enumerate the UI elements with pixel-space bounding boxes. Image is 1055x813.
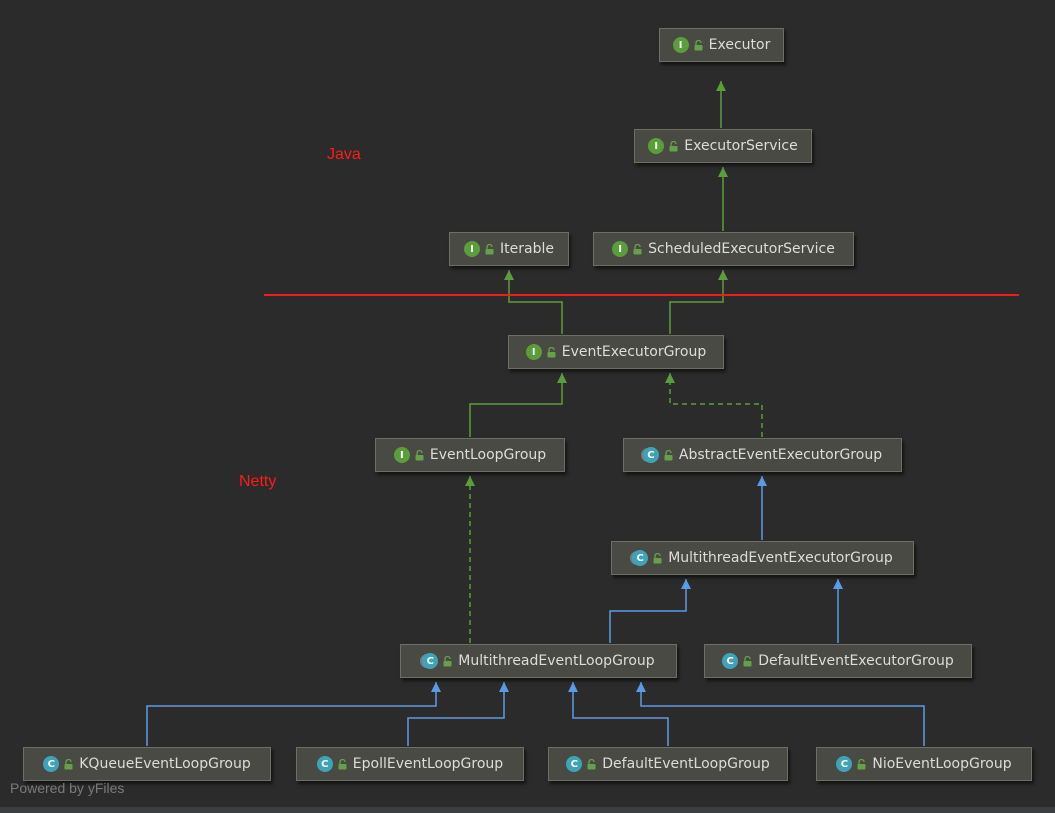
interface-badge-icon: I	[464, 241, 481, 257]
edge-event-executor-group-to-iterable	[504, 270, 563, 334]
node-default-event-executor-group[interactable]: C DefaultEventExecutorGroup	[704, 644, 972, 678]
interface-badge-icon: I	[393, 447, 410, 463]
edge-kqueue-to-multithread-event-loop-group	[146, 682, 441, 746]
node-label: MultithreadEventLoopGroup	[458, 653, 655, 669]
node-executor-service[interactable]: I ExecutorService	[634, 129, 812, 163]
edge-event-executor-group-to-scheduled-executor-service	[669, 270, 728, 334]
public-lock-icon	[694, 39, 703, 50]
public-lock-icon	[743, 655, 752, 666]
bottom-scrollbar-strip	[0, 807, 1055, 813]
interface-badge-icon: I	[525, 344, 542, 360]
class-badge-icon: C	[43, 756, 60, 772]
public-lock-icon	[415, 449, 424, 460]
node-label: AbstractEventExecutorGroup	[678, 447, 883, 463]
netty-annotation: Netty	[239, 473, 277, 490]
public-lock-icon	[64, 758, 73, 769]
class-badge-icon: C	[316, 756, 333, 772]
node-event-loop-group[interactable]: I EventLoopGroup	[375, 438, 565, 472]
edge-nio-to-multithread-event-loop-group	[636, 682, 925, 746]
node-label: MultithreadEventExecutorGroup	[668, 550, 893, 566]
node-abstract-event-executor-group[interactable]: C AbstractEventExecutorGroup	[623, 438, 902, 472]
node-label: EventExecutorGroup	[561, 344, 707, 360]
edge-default-event-loop-group-to-multithread-event-loop-group	[568, 682, 669, 746]
node-label: NioEventLoopGroup	[872, 756, 1012, 772]
node-scheduled-executor-service[interactable]: I ScheduledExecutorService	[593, 232, 854, 266]
public-lock-icon	[443, 655, 452, 666]
interface-badge-icon: I	[612, 241, 629, 257]
node-label: EventLoopGroup	[429, 447, 547, 463]
class-badge-icon: C	[722, 653, 739, 669]
edge-event-loop-group-to-event-executor-group	[469, 373, 567, 437]
node-executor[interactable]: I Executor	[659, 28, 784, 62]
node-label: Executor	[708, 37, 771, 53]
node-label: KQueueEventLoopGroup	[79, 756, 251, 772]
abstract-class-badge-icon: C	[632, 550, 649, 566]
abstract-class-badge-icon: C	[422, 653, 439, 669]
node-multithread-event-loop-group[interactable]: C MultithreadEventLoopGroup	[400, 644, 677, 678]
public-lock-icon	[485, 243, 494, 254]
node-epoll-event-loop-group[interactable]: C EpollEventLoopGroup	[296, 747, 524, 781]
interface-badge-icon: I	[648, 138, 665, 154]
node-label: Iterable	[500, 241, 554, 257]
node-label: DefaultEventLoopGroup	[602, 756, 770, 772]
public-lock-icon	[633, 243, 642, 254]
node-nio-event-loop-group[interactable]: C NioEventLoopGroup	[816, 747, 1032, 781]
java-netty-divider	[264, 294, 1019, 296]
class-badge-icon: C	[566, 756, 583, 772]
node-default-event-loop-group[interactable]: C DefaultEventLoopGroup	[548, 747, 788, 781]
abstract-class-badge-icon: C	[642, 447, 659, 463]
public-lock-icon	[664, 449, 673, 460]
interface-badge-icon: I	[672, 37, 689, 53]
public-lock-icon	[653, 552, 662, 563]
node-label: EpollEventLoopGroup	[352, 756, 504, 772]
public-lock-icon	[669, 140, 678, 151]
edge-epoll-to-multithread-event-loop-group	[407, 682, 509, 746]
public-lock-icon	[338, 758, 347, 769]
public-lock-icon	[547, 346, 556, 357]
class-badge-icon: C	[836, 756, 853, 772]
edge-multithread-event-loop-group-to-multithread-event-executor-group	[609, 579, 691, 643]
node-label: ScheduledExecutorService	[648, 241, 835, 257]
node-kqueue-event-loop-group[interactable]: C KQueueEventLoopGroup	[23, 747, 271, 781]
node-multithread-event-executor-group[interactable]: C MultithreadEventExecutorGroup	[611, 541, 914, 575]
node-iterable[interactable]: I Iterable	[449, 232, 569, 266]
node-event-executor-group[interactable]: I EventExecutorGroup	[508, 335, 724, 369]
node-label: ExecutorService	[684, 138, 798, 154]
public-lock-icon	[857, 758, 866, 769]
node-label: DefaultEventExecutorGroup	[758, 653, 954, 669]
java-annotation: Java	[327, 146, 361, 163]
edge-abstract-event-executor-group-to-event-executor-group	[665, 373, 763, 437]
public-lock-icon	[587, 758, 596, 769]
powered-by-yfiles: Powered by yFiles	[10, 780, 125, 796]
